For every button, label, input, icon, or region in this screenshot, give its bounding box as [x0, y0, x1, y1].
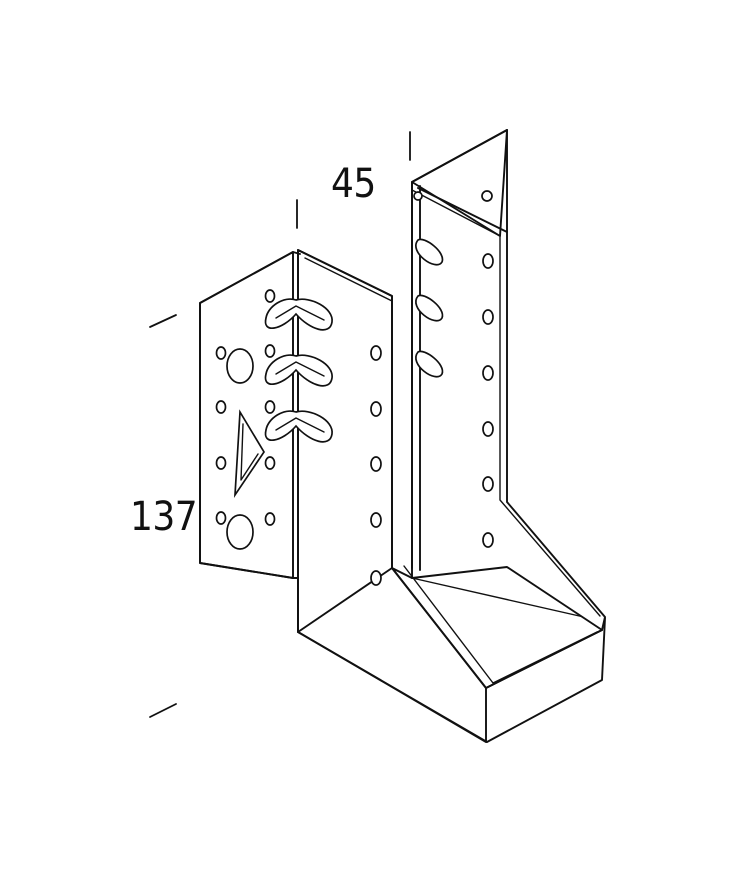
seat-inner-line	[403, 565, 598, 684]
nail-hole	[264, 344, 276, 358]
left-plate-holes	[370, 345, 382, 586]
height-tick-top	[149, 314, 177, 328]
angled-slot	[264, 298, 333, 331]
dimension-width-label: 45	[331, 161, 376, 207]
dimension-height-label: 137	[130, 494, 197, 540]
nail-hole	[482, 365, 494, 381]
nail-hole	[482, 532, 494, 548]
flange-hole-edge	[413, 191, 423, 201]
left-wing-flange	[199, 251, 301, 579]
wing-tab-inner	[240, 423, 259, 481]
nail-hole	[215, 511, 227, 525]
front-angled-slots	[264, 298, 333, 443]
angled-slot	[264, 354, 333, 387]
right-plate-holes	[482, 253, 494, 548]
flange-hole	[481, 190, 493, 202]
right-plate-face	[411, 129, 606, 631]
left-plate-inner	[304, 257, 393, 302]
nail-hole	[264, 512, 276, 526]
nail-hole	[370, 456, 382, 472]
nail-hole	[482, 421, 494, 437]
nail-hole	[264, 456, 276, 470]
slot-inner	[275, 305, 325, 433]
nail-hole	[370, 512, 382, 528]
wing-small-holes	[215, 289, 276, 526]
angled-slot	[415, 238, 444, 266]
nail-hole	[264, 289, 276, 303]
large-hole	[226, 348, 254, 384]
right-plate-seam	[411, 189, 601, 617]
right-plate-fold	[411, 129, 508, 571]
nail-hole	[215, 346, 227, 360]
nail-hole	[370, 570, 382, 586]
right-plate-slots	[415, 238, 444, 378]
dimension-marks: 45 137	[130, 131, 411, 718]
nail-hole	[370, 345, 382, 361]
nail-hole	[370, 401, 382, 417]
nail-hole	[215, 456, 227, 470]
nail-hole	[482, 253, 494, 269]
right-side-plate	[411, 129, 606, 631]
nail-hole	[264, 400, 276, 414]
nail-hole	[215, 400, 227, 414]
right-flange-top	[411, 129, 508, 237]
nail-hole	[482, 309, 494, 325]
angled-slot	[415, 294, 444, 322]
height-tick-bottom	[149, 703, 177, 718]
left-front-plate	[297, 249, 393, 633]
nail-hole	[482, 476, 494, 492]
angled-slot	[264, 410, 333, 443]
large-hole	[226, 514, 254, 550]
angled-slot	[415, 350, 444, 378]
